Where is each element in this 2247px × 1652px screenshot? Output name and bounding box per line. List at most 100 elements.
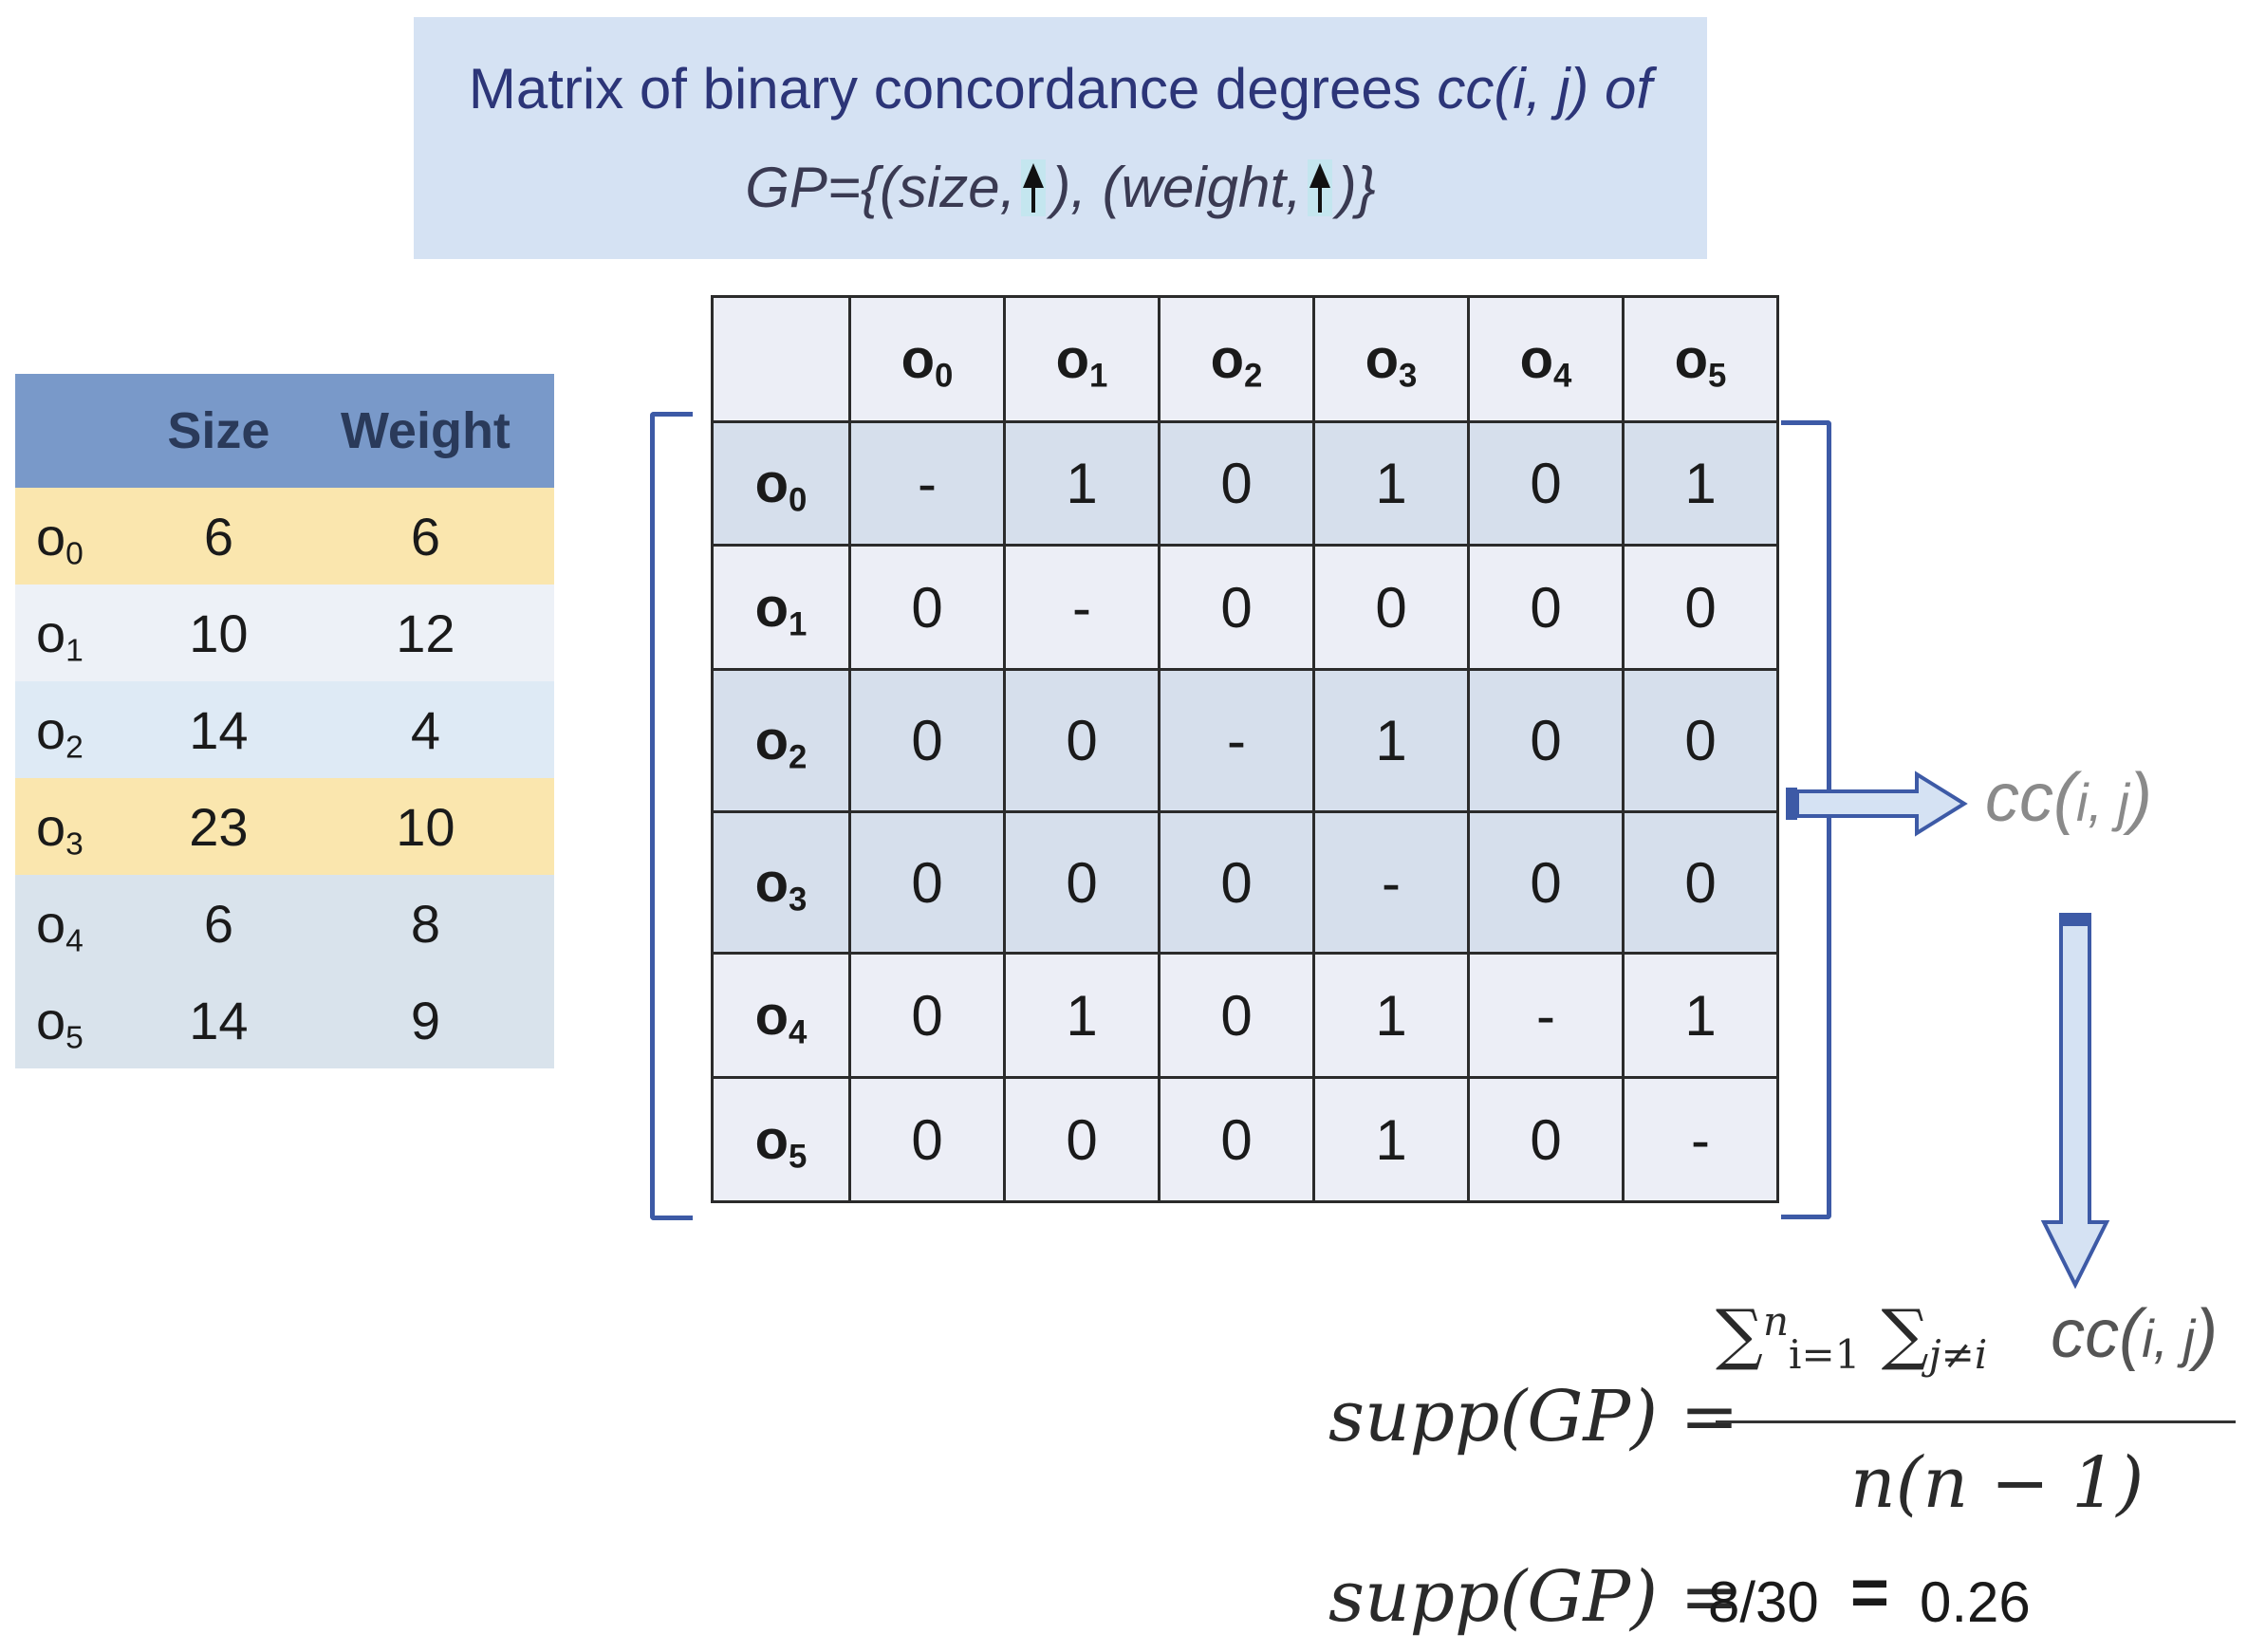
table-row: o1 10 12 — [15, 585, 554, 681]
matrix-col-header: o0 — [848, 295, 1006, 423]
title-line-1: Matrix of binary concordance degrees cc(… — [469, 40, 1652, 139]
attribute-table-header: Size Weight — [15, 374, 554, 488]
matrix-cell: 0 — [1622, 544, 1779, 671]
size-value: 6 — [140, 875, 297, 972]
matrix-cell: 0 — [1003, 668, 1161, 813]
matrix-cell: - — [848, 420, 1006, 547]
up-arrow-icon — [1307, 158, 1332, 216]
fraction-bar — [1716, 1420, 2236, 1423]
header-weight: Weight — [296, 374, 554, 488]
matrix-cell: 0 — [1467, 1076, 1625, 1203]
matrix-row-header: o5 — [711, 1076, 851, 1203]
size-value: 14 — [140, 681, 297, 778]
header-empty — [15, 374, 140, 488]
support-result: 0.26 — [1920, 1570, 2031, 1634]
matrix-cell: - — [1622, 1076, 1779, 1203]
table-row: o5 14 9 — [15, 972, 554, 1068]
support-formula-denominator: n(n − 1) — [1850, 1442, 2145, 1524]
matrix-cell: 0 — [848, 544, 1006, 671]
up-arrow-icon — [1021, 158, 1047, 216]
support-result-lhs: supp(GP) = — [1328, 1556, 1739, 1638]
matrix-row-header: o2 — [711, 668, 851, 813]
matrix-row-header: o1 — [711, 544, 851, 671]
table-row: o0 6 6 — [15, 488, 554, 585]
row-label: o5 — [15, 972, 140, 1068]
matrix-cell: - — [1003, 544, 1161, 671]
matrix-cell: 0 — [1467, 668, 1625, 813]
support-formula-lhs: supp(GP) = — [1328, 1376, 1739, 1457]
size-value: 14 — [140, 972, 297, 1068]
matrix-row: o2 0 0 - 1 0 0 — [711, 668, 1779, 813]
weight-value: 12 — [296, 585, 554, 681]
matrix-cell: 0 — [1003, 1076, 1161, 1203]
matrix-cell: 0 — [1622, 810, 1779, 955]
matrix-cell: 1 — [1312, 952, 1470, 1079]
title-gp-size: GP={(size, — [745, 155, 1016, 219]
matrix-cell: 0 — [848, 952, 1006, 1079]
matrix-cell: 0 — [1622, 668, 1779, 813]
weight-value: 4 — [296, 681, 554, 778]
matrix-cell: 1 — [1312, 1076, 1470, 1203]
matrix-col-header: o2 — [1158, 295, 1315, 423]
matrix-cell: 0 — [1467, 544, 1625, 671]
matrix-cell: 0 — [1158, 952, 1315, 1079]
weight-value: 10 — [296, 778, 554, 875]
matrix-col-header: o5 — [1622, 295, 1779, 423]
matrix-cell: 1 — [1312, 668, 1470, 813]
matrix-corner — [711, 295, 851, 423]
table-row: o2 14 4 — [15, 681, 554, 778]
matrix-cell: 0 — [1158, 544, 1315, 671]
matrix-cell: 0 — [1158, 810, 1315, 955]
header-size: Size — [140, 374, 297, 488]
matrix-header-row: o0 o1 o2 o3 o4 o5 — [711, 295, 1779, 423]
size-value: 10 — [140, 585, 297, 681]
matrix-cell: 0 — [1003, 810, 1161, 955]
title-italic-text: cc(i, j) of — [1437, 56, 1653, 121]
matrix-row: o0 - 1 0 1 0 1 — [711, 420, 1779, 547]
title-line-2: GP={(size, ), (weight, )} — [745, 139, 1376, 237]
row-label: o0 — [15, 488, 140, 585]
matrix-right-bracket — [1781, 420, 1831, 1219]
matrix-cell: - — [1312, 810, 1470, 955]
table-row: o4 6 8 — [15, 875, 554, 972]
matrix-row: o4 0 1 0 1 - 1 — [711, 952, 1779, 1079]
matrix-cell: 0 — [1467, 810, 1625, 955]
weight-value: 9 — [296, 972, 554, 1068]
matrix-cell: 0 — [1467, 420, 1625, 547]
matrix-cell: 1 — [1003, 952, 1161, 1079]
size-value: 6 — [140, 488, 297, 585]
row-label: o4 — [15, 875, 140, 972]
matrix-row-header: o0 — [711, 420, 851, 547]
down-arrow-icon — [2040, 913, 2110, 1290]
matrix-cell: 0 — [848, 668, 1006, 813]
matrix-row: o1 0 - 0 0 0 0 — [711, 544, 1779, 671]
matrix-col-header: o3 — [1312, 295, 1470, 423]
matrix-cell: 1 — [1312, 420, 1470, 547]
matrix-cell: 1 — [1622, 420, 1779, 547]
matrix-cell: 1 — [1622, 952, 1779, 1079]
equals-sign: = — [1850, 1555, 1889, 1629]
support-fraction: 8/30 — [1708, 1570, 1819, 1634]
size-value: 23 — [140, 778, 297, 875]
matrix-cell: 0 — [848, 810, 1006, 955]
matrix-cell: 0 — [848, 1076, 1006, 1203]
matrix-cell: 1 — [1003, 420, 1161, 547]
matrix-row: o3 0 0 0 - 0 0 — [711, 810, 1779, 955]
row-label: o2 — [15, 681, 140, 778]
matrix-left-bracket — [650, 412, 693, 1220]
row-label: o1 — [15, 585, 140, 681]
weight-value: 6 — [296, 488, 554, 585]
matrix-col-header: o4 — [1467, 295, 1625, 423]
right-arrow-icon — [1786, 770, 1968, 837]
matrix-row-header: o3 — [711, 810, 851, 955]
title-text: Matrix of binary concordance degrees — [468, 56, 1438, 121]
title-box: Matrix of binary concordance degrees cc(… — [414, 17, 1707, 259]
table-row: o3 23 10 — [15, 778, 554, 875]
weight-value: 8 — [296, 875, 554, 972]
matrix-row-header: o4 — [711, 952, 851, 1079]
matrix-cell: 0 — [1312, 544, 1470, 671]
cc-label: cc(i, j) — [1985, 760, 2152, 836]
title-gp-weight: ), (weight, — [1051, 155, 1302, 219]
matrix-row: o5 0 0 0 1 0 - — [711, 1076, 1779, 1203]
matrix-col-header: o1 — [1003, 295, 1161, 423]
